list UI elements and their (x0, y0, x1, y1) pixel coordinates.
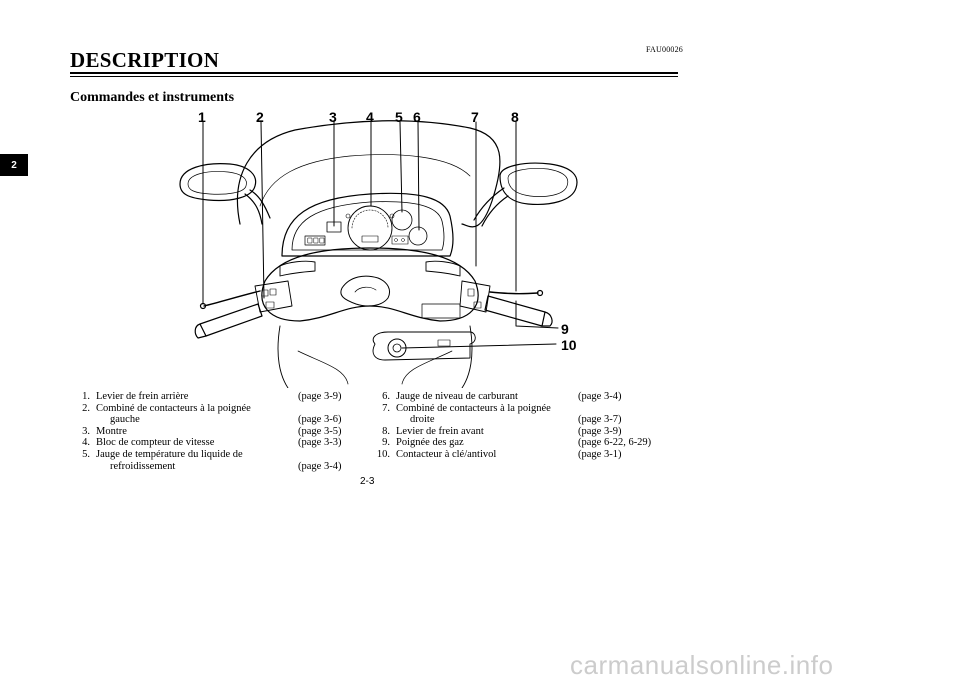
legend-page-ref: (page 3-4) (578, 391, 622, 402)
legend-page-ref (298, 403, 346, 415)
callout-3: 3 (329, 109, 337, 125)
page-number: 2-3 (360, 476, 375, 487)
legend-page-ref: (page 3-3) (298, 437, 342, 449)
callout-8: 8 (511, 109, 519, 125)
left-handlebar (194, 260, 316, 339)
legend-number: 4. (82, 437, 90, 449)
legend-page-ref: (page 3-6) (298, 414, 342, 426)
legend-text: droite (410, 414, 435, 426)
legend-item: 7. Combiné de contacteurs à la poignée (376, 403, 676, 415)
title-rule-thick (70, 72, 678, 74)
legend-page-ref: (page 3-9) (578, 425, 622, 437)
controls-illustration: 1 2 3 4 5 6 7 8 9 10 (170, 106, 600, 389)
callout-4: 4 (366, 109, 374, 125)
legend-text: Poignée des gaz (396, 437, 464, 449)
legend-number: 8. (382, 425, 390, 437)
legend-item: 3. Montre (page 3-5) (76, 426, 346, 438)
legend-item: 6. Jauge de niveau de carburant (page 3-… (376, 391, 676, 403)
windshield (236, 120, 501, 228)
chapter-tab: 2 (0, 154, 28, 176)
right-mirror (473, 162, 578, 227)
callout-2: 2 (256, 109, 264, 125)
legend-number: 1. (82, 391, 90, 402)
legend-number: 6. (382, 391, 390, 402)
legend-text: refroidissement (110, 460, 176, 472)
callout-10: 10 (561, 337, 577, 353)
legend-page-ref: (page 3-4) (298, 460, 342, 472)
left-mirror (179, 163, 271, 225)
callout-leaders (202, 121, 559, 349)
legend-item: 1. Levier de frein arrière (page 3-9) (76, 391, 346, 403)
legend-number: 10. (376, 448, 390, 460)
legend-page-ref: (page 3-7) (578, 414, 622, 426)
watermark: carmanualsonline.info (570, 650, 834, 680)
legend-number: 3. (82, 425, 90, 437)
legend-item: 4. Bloc de compteur de vitesse (page 3-3… (76, 437, 346, 449)
legend-number: 2. (82, 402, 90, 414)
legend-item: 5. Jauge de température du liquide de (76, 449, 346, 461)
legend-text: Jauge de température du liquide de (96, 448, 243, 460)
handlebar-cover (261, 247, 479, 322)
legend-right-column: 6. Jauge de niveau de carburant (page 3-… (376, 391, 676, 461)
legend-item-continued: refroidissement (page 3-4) (76, 461, 346, 473)
legend-item: 9. Poignée des gaz (page 6-22, 6-29) (376, 437, 676, 449)
callout-7: 7 (471, 109, 479, 125)
legend-item: 10. Contacteur à clé/antivol (page 3-1) (376, 449, 676, 461)
legend-number (76, 461, 90, 473)
legend-page-ref (298, 449, 346, 461)
legend-item: 2. Combiné de contacteurs à la poignée (76, 403, 346, 415)
legend-item-continued: droite (page 3-7) (376, 414, 676, 426)
legend-page-ref: (page 6-22, 6-29) (578, 437, 652, 449)
instrument-panel (281, 192, 454, 257)
page-title: DESCRIPTION (70, 48, 220, 72)
legend-text: Combiné de contacteurs à la poignée (396, 402, 551, 414)
legend-text: Combiné de contacteurs à la poignée (96, 402, 251, 414)
legend-page-ref: (page 3-5) (298, 425, 342, 437)
legend-page-ref: (page 3-9) (298, 391, 342, 402)
legend-number: 5. (82, 448, 90, 460)
callout-6: 6 (413, 109, 421, 125)
legend-page-ref: (page 3-1) (578, 448, 622, 460)
legend-number (76, 414, 90, 426)
legend-text: Levier de frein arrière (96, 391, 189, 402)
section-subtitle: Commandes et instruments (70, 90, 235, 105)
legend-text: Montre (96, 425, 127, 437)
ignition-switch (372, 331, 476, 361)
legend-number (376, 414, 390, 426)
legend-item: 8. Levier de frein avant (page 3-9) (376, 426, 676, 438)
title-rule-thin (70, 76, 678, 77)
document-code: FAU00026 (646, 45, 684, 54)
callout-5: 5 (395, 109, 403, 125)
legend-number: 7. (382, 402, 390, 414)
legend-number: 9. (382, 437, 390, 449)
callout-1: 1 (198, 109, 206, 125)
legend-text: Levier de frein avant (396, 425, 484, 437)
right-handlebar (425, 260, 553, 327)
legend-page-ref (578, 403, 676, 415)
legend-item-continued: gauche (page 3-6) (76, 414, 346, 426)
legend-text: Jauge de niveau de carburant (396, 391, 518, 402)
legend-text: Contacteur à clé/antivol (396, 448, 497, 460)
callout-9: 9 (561, 321, 569, 337)
legend-text: Bloc de compteur de vitesse (96, 437, 215, 449)
legend-left-column: 1. Levier de frein arrière (page 3-9) 2.… (76, 391, 346, 472)
legend-text: gauche (110, 414, 140, 426)
